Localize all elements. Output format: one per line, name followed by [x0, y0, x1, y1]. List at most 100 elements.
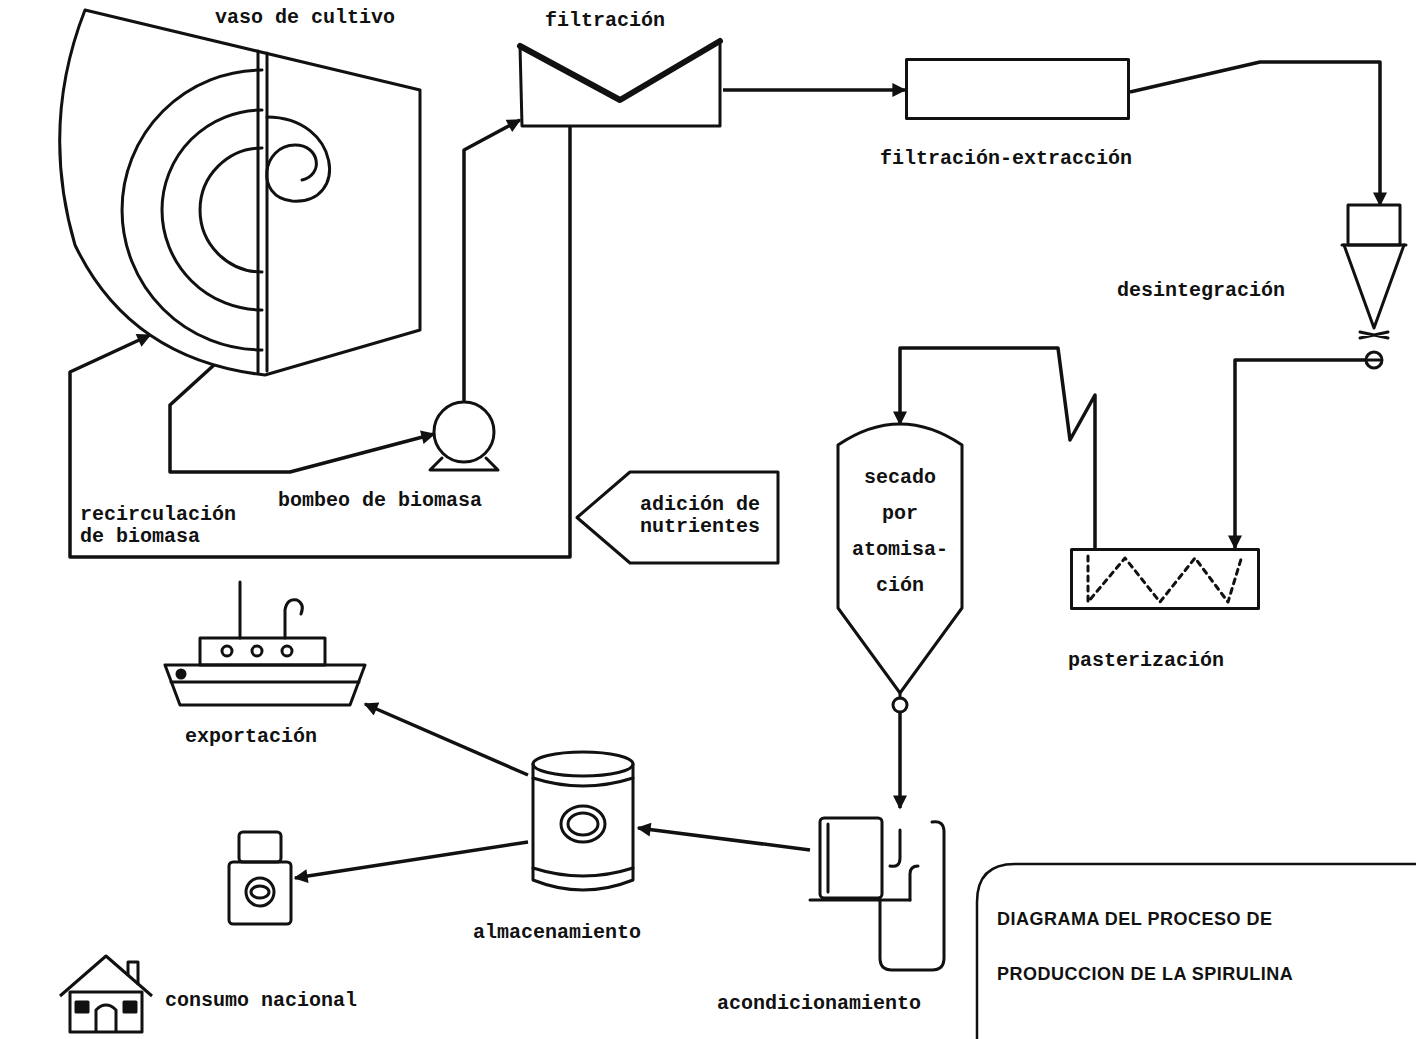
- shape-stroke: [200, 638, 325, 665]
- shape-stroke: [880, 822, 944, 970]
- flow-connector: [1235, 360, 1366, 548]
- shape-stroke: [520, 41, 720, 126]
- filter-tank-outline: [518, 38, 723, 130]
- flow-connector: [295, 842, 528, 878]
- shape-stroke: [171, 681, 359, 684]
- storage-drum-outline: [528, 750, 638, 898]
- shape-stroke: [810, 899, 910, 902]
- node-label: almacenamiento: [473, 922, 641, 944]
- shape-stroke: [907, 60, 1129, 119]
- shape-stroke: [561, 806, 605, 842]
- shape-stroke: [282, 646, 292, 656]
- package-icon-outline: [225, 830, 295, 928]
- spray-dryer: secado por atomisa- ción: [835, 408, 965, 718]
- shape-stroke: [162, 110, 262, 310]
- process-box: filtración-extracción: [905, 58, 1130, 120]
- nutrient-arrow: adición de nutrientes: [575, 470, 780, 565]
- shape-stroke: [827, 824, 830, 892]
- shape-stroke: [1366, 352, 1382, 368]
- flow-connector: [365, 704, 528, 775]
- shape-stroke: [1348, 205, 1400, 245]
- shape-stroke: [267, 117, 330, 201]
- node-label: filtración-extracción: [880, 148, 1132, 170]
- shape-stroke: [533, 868, 633, 876]
- shape-stroke: [266, 53, 269, 371]
- disintegrator-outline: [1340, 200, 1412, 380]
- shape-stroke: [222, 646, 232, 656]
- flow-connector: [723, 88, 905, 92]
- node-label: secado por atomisa- ción: [845, 460, 955, 604]
- node-label: filtración: [545, 10, 665, 32]
- node-label: consumo nacional: [165, 990, 357, 1012]
- pasteurizer: pasterización: [1070, 548, 1260, 610]
- shape-stroke: [520, 41, 720, 100]
- culture-vessel: vaso de cultivo: [40, 5, 425, 380]
- shape-stroke: [1360, 332, 1388, 338]
- house-wall: [70, 992, 142, 1032]
- ship-icon-outline: [165, 580, 365, 710]
- shape-stroke: [820, 818, 882, 898]
- flow-connector: [900, 348, 1095, 548]
- package-icon: consumo nacional: [225, 830, 295, 928]
- shape-stroke: [1344, 245, 1404, 328]
- shape-stroke: [1072, 550, 1259, 609]
- packaging-machine-outline: [810, 808, 950, 973]
- node-label: exportación: [185, 726, 317, 748]
- flow-connector: [170, 365, 434, 472]
- storage-drum: almacenamiento: [528, 750, 638, 898]
- pasteurizer-outline: [1070, 548, 1260, 610]
- house-door: [96, 1005, 116, 1032]
- shape-stroke: [1088, 556, 1242, 602]
- shape-stroke: [568, 813, 598, 835]
- shape-stroke: [60, 10, 420, 375]
- node-label: bombeo de biomasa: [278, 490, 482, 512]
- house-roof: [60, 956, 152, 996]
- ship-icon: exportación: [165, 580, 365, 710]
- flow-connector: [898, 712, 902, 808]
- shape-stroke: [533, 764, 633, 890]
- process-box-outline: [905, 58, 1130, 120]
- shape-stroke: [434, 402, 494, 462]
- shape-stroke: [257, 51, 260, 373]
- shape-stroke: [122, 70, 262, 350]
- flow-connector: [638, 828, 810, 850]
- title-frame: [977, 864, 1416, 1039]
- filter-tank: filtración: [518, 38, 723, 130]
- shape-stroke: [252, 646, 262, 656]
- shape-stroke: [838, 424, 962, 693]
- shape-stroke: [533, 778, 633, 786]
- flow-connector: [464, 120, 520, 402]
- shape-stroke: [1342, 244, 1406, 247]
- shape-stroke: [285, 600, 302, 638]
- disintegrator: desintegración: [1340, 200, 1412, 380]
- house-window: [76, 1002, 88, 1012]
- shape-stroke: [229, 862, 291, 924]
- shape-stroke: [533, 752, 633, 776]
- shape-stroke: [1368, 359, 1380, 362]
- shape-stroke: [239, 832, 281, 862]
- pump-outline: [428, 400, 500, 472]
- house-window: [124, 1002, 136, 1012]
- shape-stroke: [165, 665, 365, 705]
- node-label: desintegración: [1117, 280, 1285, 302]
- shape-stroke: [910, 866, 918, 900]
- house-chimney: [128, 962, 138, 985]
- node-label: pasterización: [1068, 650, 1224, 672]
- shape-stroke: [890, 830, 900, 866]
- flow-connector: [1130, 62, 1380, 205]
- node-label: vaso de cultivo: [215, 7, 395, 29]
- shape-stroke: [246, 878, 274, 906]
- shape-stroke: [239, 582, 242, 638]
- packaging-machine: acondicionamiento: [810, 808, 950, 973]
- shape-stroke: [430, 458, 498, 470]
- shape-stroke: [251, 886, 269, 898]
- connector-label: recirculación de biomasa: [80, 504, 210, 548]
- culture-vessel-outline: [40, 5, 425, 380]
- pump: bombeo de biomasa: [428, 400, 500, 472]
- spray-dryer-outline: [835, 408, 965, 718]
- node-label: adición de nutrientes: [640, 494, 770, 538]
- shape-stroke: [177, 670, 185, 678]
- shape-stroke: [893, 698, 907, 712]
- shape-stroke: [577, 472, 778, 563]
